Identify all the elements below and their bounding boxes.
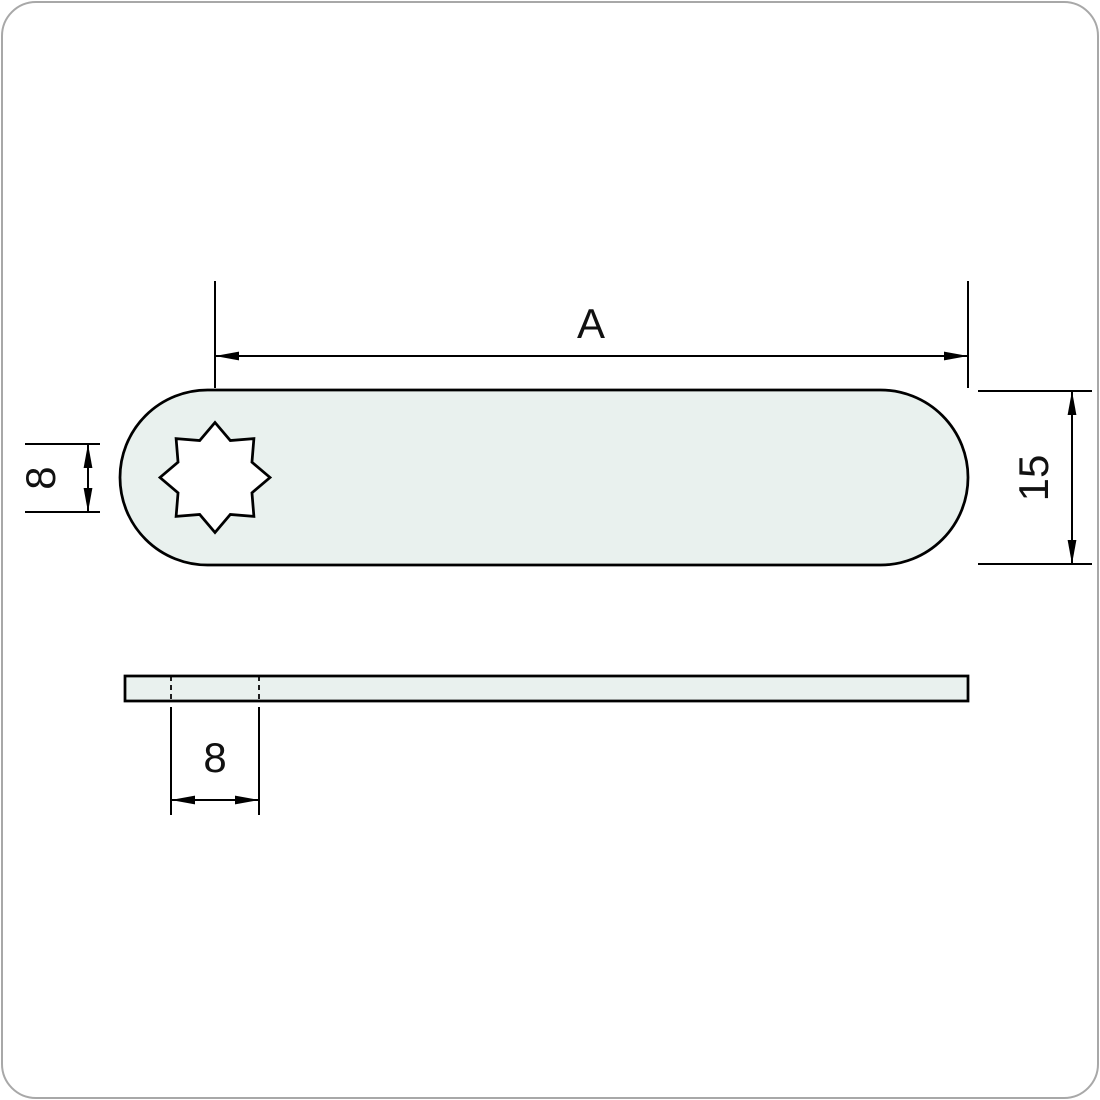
star-hole [157,420,273,535]
bar-body [118,388,970,567]
dim-hole-width: 8 [170,707,260,815]
dim-label-hole-width: 8 [203,734,226,781]
dim-length: A [214,281,969,388]
dim-label-bar-width: 15 [1010,455,1057,502]
dim-hole-height: 8 [17,443,100,513]
dim-label-length: A [577,300,605,347]
dim-bar-width: 15 [978,390,1092,565]
dim-label-hole-height: 8 [17,466,64,489]
top-view [118,388,970,567]
bar-side-profile [123,674,970,703]
side-view [123,674,970,703]
